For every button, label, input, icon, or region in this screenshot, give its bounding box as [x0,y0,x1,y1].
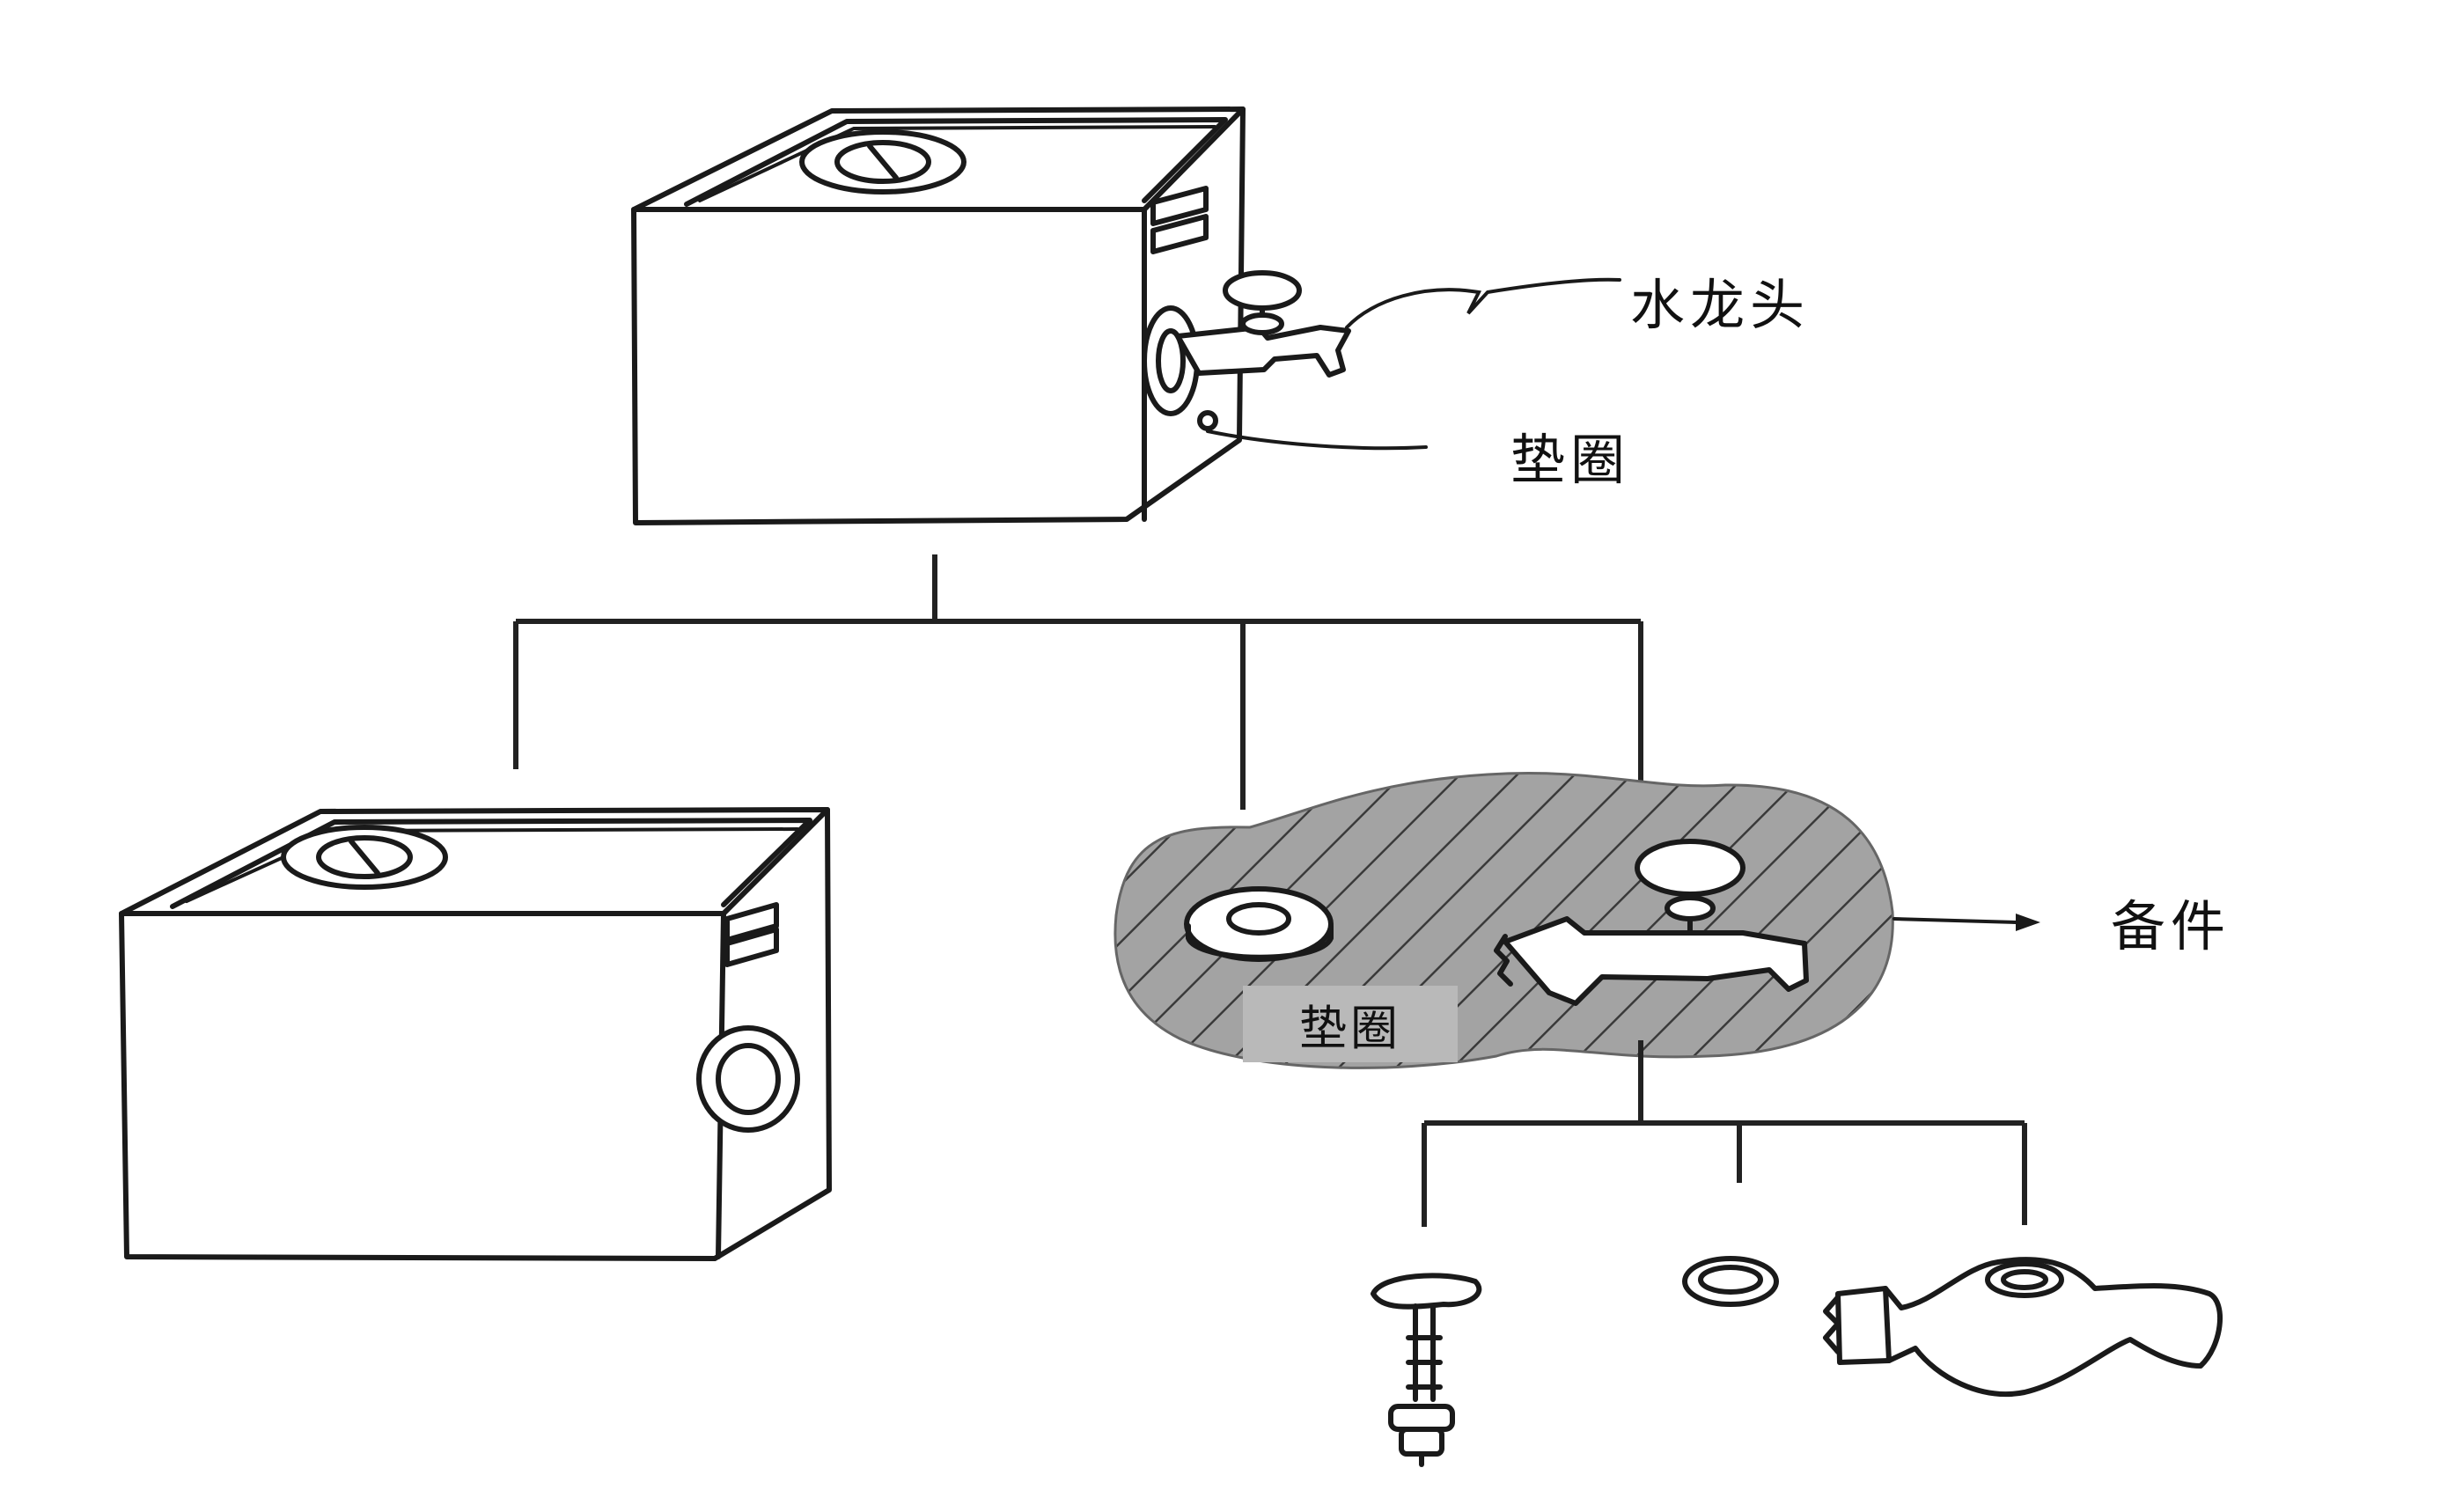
faucet-label: 水龙头 [1630,273,1811,337]
faucet-icon [1494,839,1809,1006]
spare-parts-label: 备件 [2111,894,2231,958]
washer-label-top: 垫圈 [1510,428,1631,492]
faucet-leader-line [1345,277,1621,329]
faucet-body-icon [1823,1257,2223,1398]
tank-without-faucet-icon [119,807,832,1261]
washer-icon [1184,886,1334,962]
small-washer-icon [1682,1256,1779,1307]
washer-label-bottom: 垫圈 [1243,986,1458,1062]
tree-connector [513,554,1643,810]
faucet-handle-stem-icon [1371,1273,1482,1467]
tank-with-faucet-icon [631,106,1351,525]
parts-tree-connector [1422,1040,2027,1227]
washer-leader-line [1206,429,1428,451]
